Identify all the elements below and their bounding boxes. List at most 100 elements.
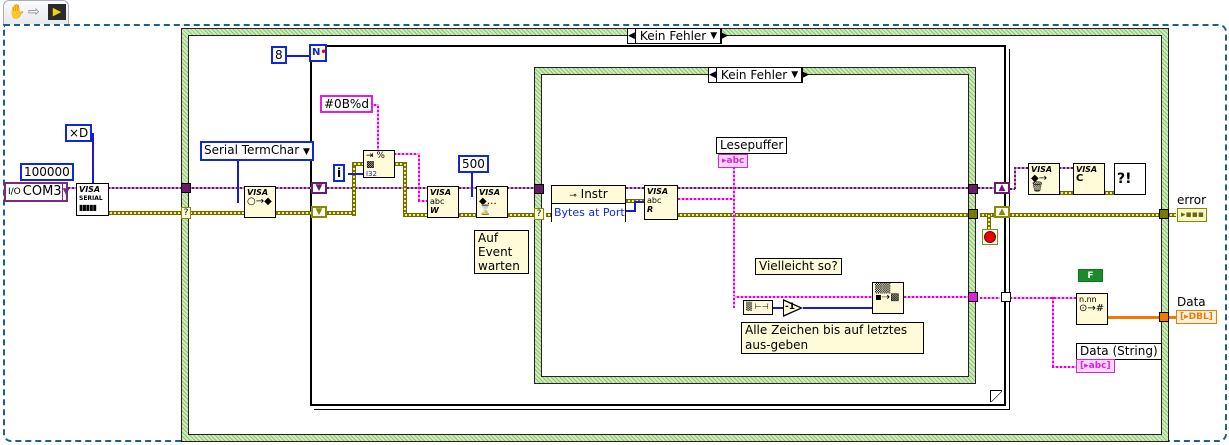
data-string-indicator[interactable]: [▸abc] — [1076, 359, 1115, 373]
format-string-constant[interactable]: #0B%d — [320, 95, 373, 113]
error-wire — [1104, 191, 1114, 195]
baud-rate-constant[interactable]: 100000 — [20, 163, 74, 181]
visa-write-vi[interactable]: VISA abc W — [427, 186, 459, 218]
vi-icon[interactable]: ▶ — [48, 4, 66, 20]
event-icon: ○→◆ — [247, 196, 272, 207]
data-indicator[interactable]: [▸DBL] — [1176, 310, 1217, 324]
simple-error-handler-vi[interactable]: ?!✎ — [1114, 163, 1146, 195]
visa-close-vi[interactable]: VISA C — [1073, 163, 1105, 195]
data-label: Data — [1177, 295, 1206, 309]
chevron-down-icon[interactable]: ▼ — [302, 147, 310, 157]
int-wire — [803, 307, 873, 309]
string-wire — [377, 104, 379, 152]
int-wire — [348, 173, 366, 175]
visa-wait-on-event-vi[interactable]: VISA ◆…⌛ — [476, 186, 508, 218]
string-wire — [418, 153, 420, 201]
string-wire — [980, 297, 1000, 299]
visa-wire — [1014, 167, 1028, 169]
format-into-string-vi[interactable]: ⇥ % ▩ I32 — [363, 150, 395, 178]
error-out-indicator[interactable]: ▸▪▪▪ — [1177, 208, 1207, 222]
case-selector-terminal: ? — [181, 207, 191, 219]
error-out-tunnel — [1159, 209, 1169, 219]
loop-count-constant[interactable]: 8 — [271, 46, 287, 64]
prev-case-icon[interactable]: ◀ — [709, 68, 717, 82]
hourglass-icon: ◆…⌛ — [479, 196, 497, 216]
error-wire — [108, 211, 244, 215]
property-node[interactable]: ⊸ Instr Bytes at Port — [551, 185, 626, 222]
string-wire — [678, 198, 734, 200]
visa-tunnel — [534, 184, 544, 194]
dbl-wire — [1106, 316, 1160, 319]
stop-icon — [984, 231, 996, 243]
prev-case-icon[interactable]: ◀ — [628, 29, 636, 43]
boolean-false-constant[interactable]: F — [1078, 269, 1103, 282]
next-case-icon[interactable]: ▶ — [801, 68, 810, 82]
string-wire — [733, 165, 735, 297]
chevron-down-icon[interactable]: ▼ — [61, 184, 70, 200]
dbl-tunnel — [1159, 312, 1169, 322]
visa-wire — [1010, 188, 1015, 190]
comment-alle-zeichen: Alle Zeichen bis auf letztes aus-geben — [741, 322, 924, 354]
visa-wire — [1014, 167, 1016, 189]
visa-tunnel — [968, 184, 978, 194]
string-wire — [1052, 366, 1076, 368]
visa-tunnel — [181, 183, 191, 193]
string-wire — [733, 296, 873, 298]
loop-resize-handle[interactable] — [990, 390, 1002, 402]
dbl-wire — [1168, 316, 1176, 319]
com-port-constant[interactable]: I/O COM3 ▼ — [4, 182, 70, 202]
data-string-label: Data (String) — [1076, 343, 1162, 360]
termchar-enum[interactable]: Serial TermChar ▼ — [200, 141, 314, 161]
inner-case-selector[interactable]: ◀ Kein Fehler ▼ ▶ — [708, 67, 810, 83]
visa-shift-register-left: ▼ — [311, 182, 327, 194]
visa-wire — [1059, 167, 1073, 169]
outer-case-selector[interactable]: ◀ Kein Fehler ▼ ▶ — [627, 28, 729, 44]
chevron-down-icon[interactable]: ▼ — [710, 31, 718, 41]
property-bytes-at-port[interactable]: Bytes at Port — [552, 204, 625, 222]
error-wire — [352, 162, 356, 216]
fract-exp-string-to-number-vi[interactable]: n.nn ⊙→# — [1076, 293, 1108, 325]
error-wire — [1168, 213, 1176, 217]
key-icon: ⊸ — [569, 191, 577, 201]
timeout-constant[interactable]: 500 — [458, 155, 489, 173]
visa-read-vi[interactable]: VISA abc R — [644, 185, 678, 220]
lesepuffer-indicator[interactable]: ▸abc — [718, 154, 749, 168]
string-wire — [1010, 297, 1076, 299]
termchar-constant[interactable]: ×D — [65, 124, 93, 142]
format-icon: ⇥ % ▩ — [366, 151, 385, 170]
int-wire — [772, 307, 784, 309]
error-shift-register-left: ▼ — [311, 206, 327, 218]
visa-discard-events-vi[interactable]: VISA ◆→🗑 — [1028, 163, 1060, 195]
next-case-icon[interactable]: ▶ — [720, 29, 729, 43]
hand-icon[interactable]: ✋ — [8, 4, 26, 20]
string-length-function[interactable]: ▒ ⊢⊣ — [743, 300, 773, 315]
string-wire — [394, 153, 419, 155]
visa-configure-serial-vi[interactable]: VISA SERIAL ▮▮▮▮▮ — [76, 183, 109, 216]
error-wire — [1059, 191, 1073, 195]
int-wire — [287, 55, 309, 57]
string-subset-function[interactable]: ▒▒▪⇢▩ — [872, 282, 904, 314]
string-wire — [1052, 297, 1054, 367]
diagram-toolbar: ✋ ⇨ ▶ — [3, 0, 69, 24]
error-wire — [1010, 213, 1160, 217]
number-convert-icon: ⊙→# — [1079, 303, 1105, 314]
stop-terminal[interactable] — [982, 229, 998, 245]
substring-icon: ▒▒▪⇢▩ — [875, 283, 900, 303]
chevron-down-icon[interactable]: ▼ — [791, 70, 799, 80]
visa-wire — [626, 187, 644, 189]
visa-enable-event-vi[interactable]: VISA ○→◆ — [244, 186, 276, 218]
serial-port-icon: ▮▮▮▮▮ — [79, 203, 97, 212]
error-wire — [276, 211, 312, 215]
comment-vielleicht: Vielleicht so? — [755, 258, 842, 275]
error-wire — [394, 162, 406, 166]
io-icon: I/O — [8, 187, 21, 197]
error-wire — [987, 213, 991, 231]
int-wire — [634, 201, 636, 212]
error-wire — [678, 213, 973, 217]
comment-auf-event: Auf Event warten — [474, 230, 529, 274]
string-tunnel — [968, 292, 978, 302]
visa-shift-register-right: ▲ — [994, 182, 1010, 194]
arrow-right-icon[interactable]: ⇨ — [28, 4, 40, 20]
visa-wire — [108, 187, 312, 189]
error-wire — [327, 211, 355, 215]
